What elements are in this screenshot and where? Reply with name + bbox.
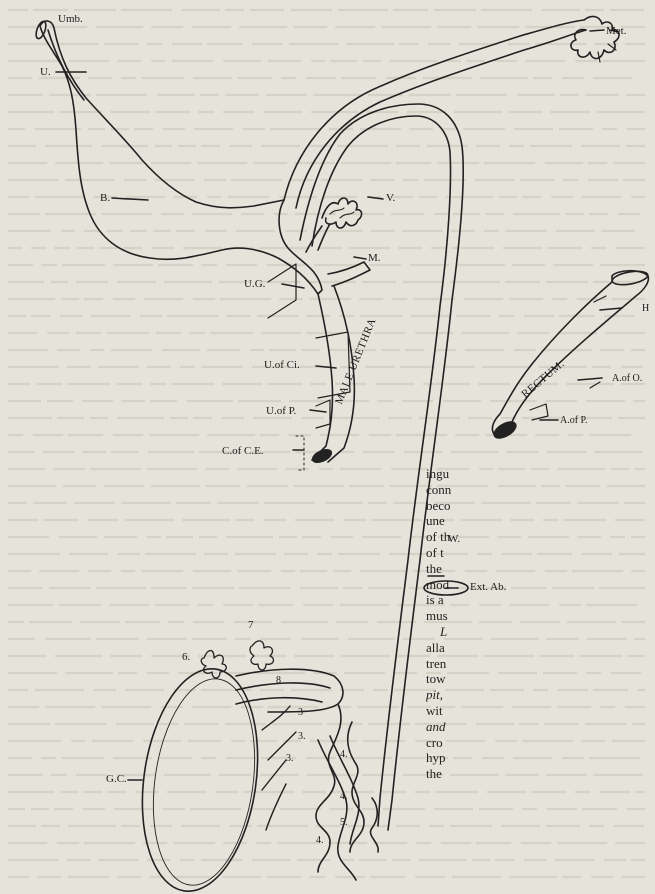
label-gc: G.C.: [106, 774, 127, 785]
mesonephric-duct: [284, 20, 584, 200]
text-line: the: [426, 766, 655, 782]
rectum-upper-opening: [611, 269, 649, 287]
text-line: cro: [426, 735, 655, 751]
appendage-6: [201, 651, 226, 679]
rectum: [492, 271, 648, 435]
label-c-of-ce: C.of C.E.: [222, 446, 264, 457]
label-b: B.: [100, 193, 110, 204]
label-u-of-p: U.of P.: [266, 406, 296, 417]
label-met: Met.: [606, 26, 626, 37]
mesonephric-duct-inner: [296, 30, 586, 208]
label-a-of-p: A.of P.: [560, 416, 588, 426]
text-line: of th: [426, 529, 655, 545]
label-6: 6.: [182, 652, 190, 663]
label-7: 7: [248, 620, 254, 631]
text-line: une: [426, 513, 655, 529]
label-umb: Umb.: [58, 14, 83, 25]
m-branch: [328, 262, 370, 286]
seminal-vesicle: [322, 198, 362, 228]
bladder-outline: [40, 21, 322, 294]
tubule-3c: [262, 760, 286, 790]
text-line: mod: [426, 577, 655, 593]
label-3b: 3.: [298, 732, 306, 742]
label-ug: U.G.: [244, 279, 265, 290]
urethral-opening: [311, 447, 333, 465]
label-3c: 3.: [286, 754, 294, 764]
text-line: ingu: [426, 466, 655, 482]
label-3a: 3: [298, 708, 303, 718]
label-a-of-o: A.of O.: [612, 374, 642, 384]
text-line: the: [426, 561, 655, 577]
label-u: U.: [40, 67, 51, 78]
label-m: M.: [368, 253, 381, 264]
appendage-7: [250, 641, 273, 670]
text-line: mus: [426, 608, 655, 624]
rectum-lower-opening: [492, 419, 519, 441]
label-v: V.: [386, 193, 395, 204]
text-line: hyp: [426, 750, 655, 766]
text-line: tow: [426, 671, 655, 687]
label-8: 8: [276, 676, 281, 686]
text-line: L: [426, 624, 655, 640]
label-4a: 4.: [340, 750, 348, 760]
text-line: beco: [426, 498, 655, 514]
label-u-of-ci: U.of Ci.: [264, 360, 300, 371]
text-line: of t: [426, 545, 655, 561]
label-4c: 4.: [316, 836, 324, 846]
testis: [129, 661, 271, 894]
label-h: H: [642, 304, 649, 314]
label-4b: 4.: [340, 792, 348, 802]
tubule-3d: [266, 784, 286, 830]
text-line: tren: [426, 656, 655, 672]
male-urethra-outer: [312, 294, 333, 460]
tubule-3a: [262, 706, 290, 730]
text-line: and: [426, 719, 655, 735]
text-line: conn: [426, 482, 655, 498]
text-line: alla: [426, 640, 655, 656]
metanephros: [571, 17, 619, 59]
label-5: 5.: [340, 818, 348, 828]
text-line: is a: [426, 592, 655, 608]
text-line: wit: [426, 703, 655, 719]
text-line: pit,: [426, 687, 655, 703]
